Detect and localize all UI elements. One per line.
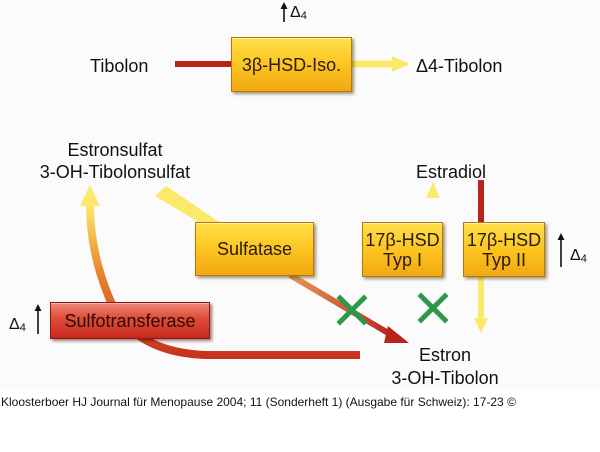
- sulfatase-arrowhead: [384, 326, 409, 343]
- 3b-hsd-iso-label: 3β-HSD-Iso.: [241, 54, 342, 75]
- 3b-hsd-iso-enzyme-box: 3β-HSD-Iso.: [231, 37, 352, 92]
- pathway-arrows: [34, 2, 565, 359]
- sulfatase-to-estron-line: [288, 272, 397, 340]
- estronsulfat-label: Estronsulfat: [67, 140, 163, 160]
- 17b-hsd-type2-label-line1: 17β-HSD: [466, 229, 542, 250]
- delta4-arrowhead: [392, 56, 410, 72]
- inhibition-x-icon: [336, 294, 368, 326]
- inhibition-x-icon: [417, 292, 449, 324]
- typ2-arrowhead: [474, 318, 488, 333]
- 17b-hsd-type2-delta4-note: Δ4: [570, 247, 587, 265]
- delta4-tibolon-label: Δ4-Tibolon: [416, 56, 503, 76]
- up-arrow-icon: [280, 2, 288, 22]
- tibolon-label: Tibolon: [90, 56, 149, 76]
- sulfates-to-sulfatase-wedge: [155, 186, 225, 226]
- typ1-arrowhead: [426, 182, 440, 198]
- estradiol-label: Estradiol: [416, 162, 487, 182]
- 17b-hsd-type2-enzyme-box: 17β-HSD Typ II: [463, 222, 545, 277]
- 3b-hsd-delta4-note: Δ4: [290, 4, 307, 22]
- sulfotransferase-curve: [86, 204, 360, 359]
- sulfotransferase-enzyme-box: Sulfotransferase: [50, 302, 210, 339]
- 17b-hsd-type1-label-line2: Typ I: [382, 249, 422, 270]
- up-arrow-icon: [34, 304, 42, 334]
- 17b-hsd-type1-enzyme-box: 17β-HSD Typ I: [362, 222, 443, 277]
- sulfotransferase-delta4-note: Δ4: [9, 316, 26, 334]
- tibolonsulfat-label: 3-OH-Tibolonsulfat: [39, 162, 191, 182]
- estron-label: Estron: [418, 345, 472, 365]
- 3-oh-tibolon-label: 3-OH-Tibolon: [391, 368, 499, 388]
- sulfatase-label: Sulfatase: [216, 239, 293, 259]
- citation-footer: Kloosterboer HJ Journal für Menopause 20…: [1, 395, 516, 409]
- up-arrow-icon: [557, 233, 565, 267]
- sulfotransferase-arrowhead: [80, 185, 100, 206]
- sulfotransferase-label: Sulfotransferase: [64, 310, 196, 331]
- 17b-hsd-type2-label-line2: Typ II: [481, 249, 526, 270]
- 17b-hsd-type1-label-line1: 17β-HSD: [365, 229, 440, 250]
- sulfatase-enzyme-box: Sulfatase: [195, 222, 314, 276]
